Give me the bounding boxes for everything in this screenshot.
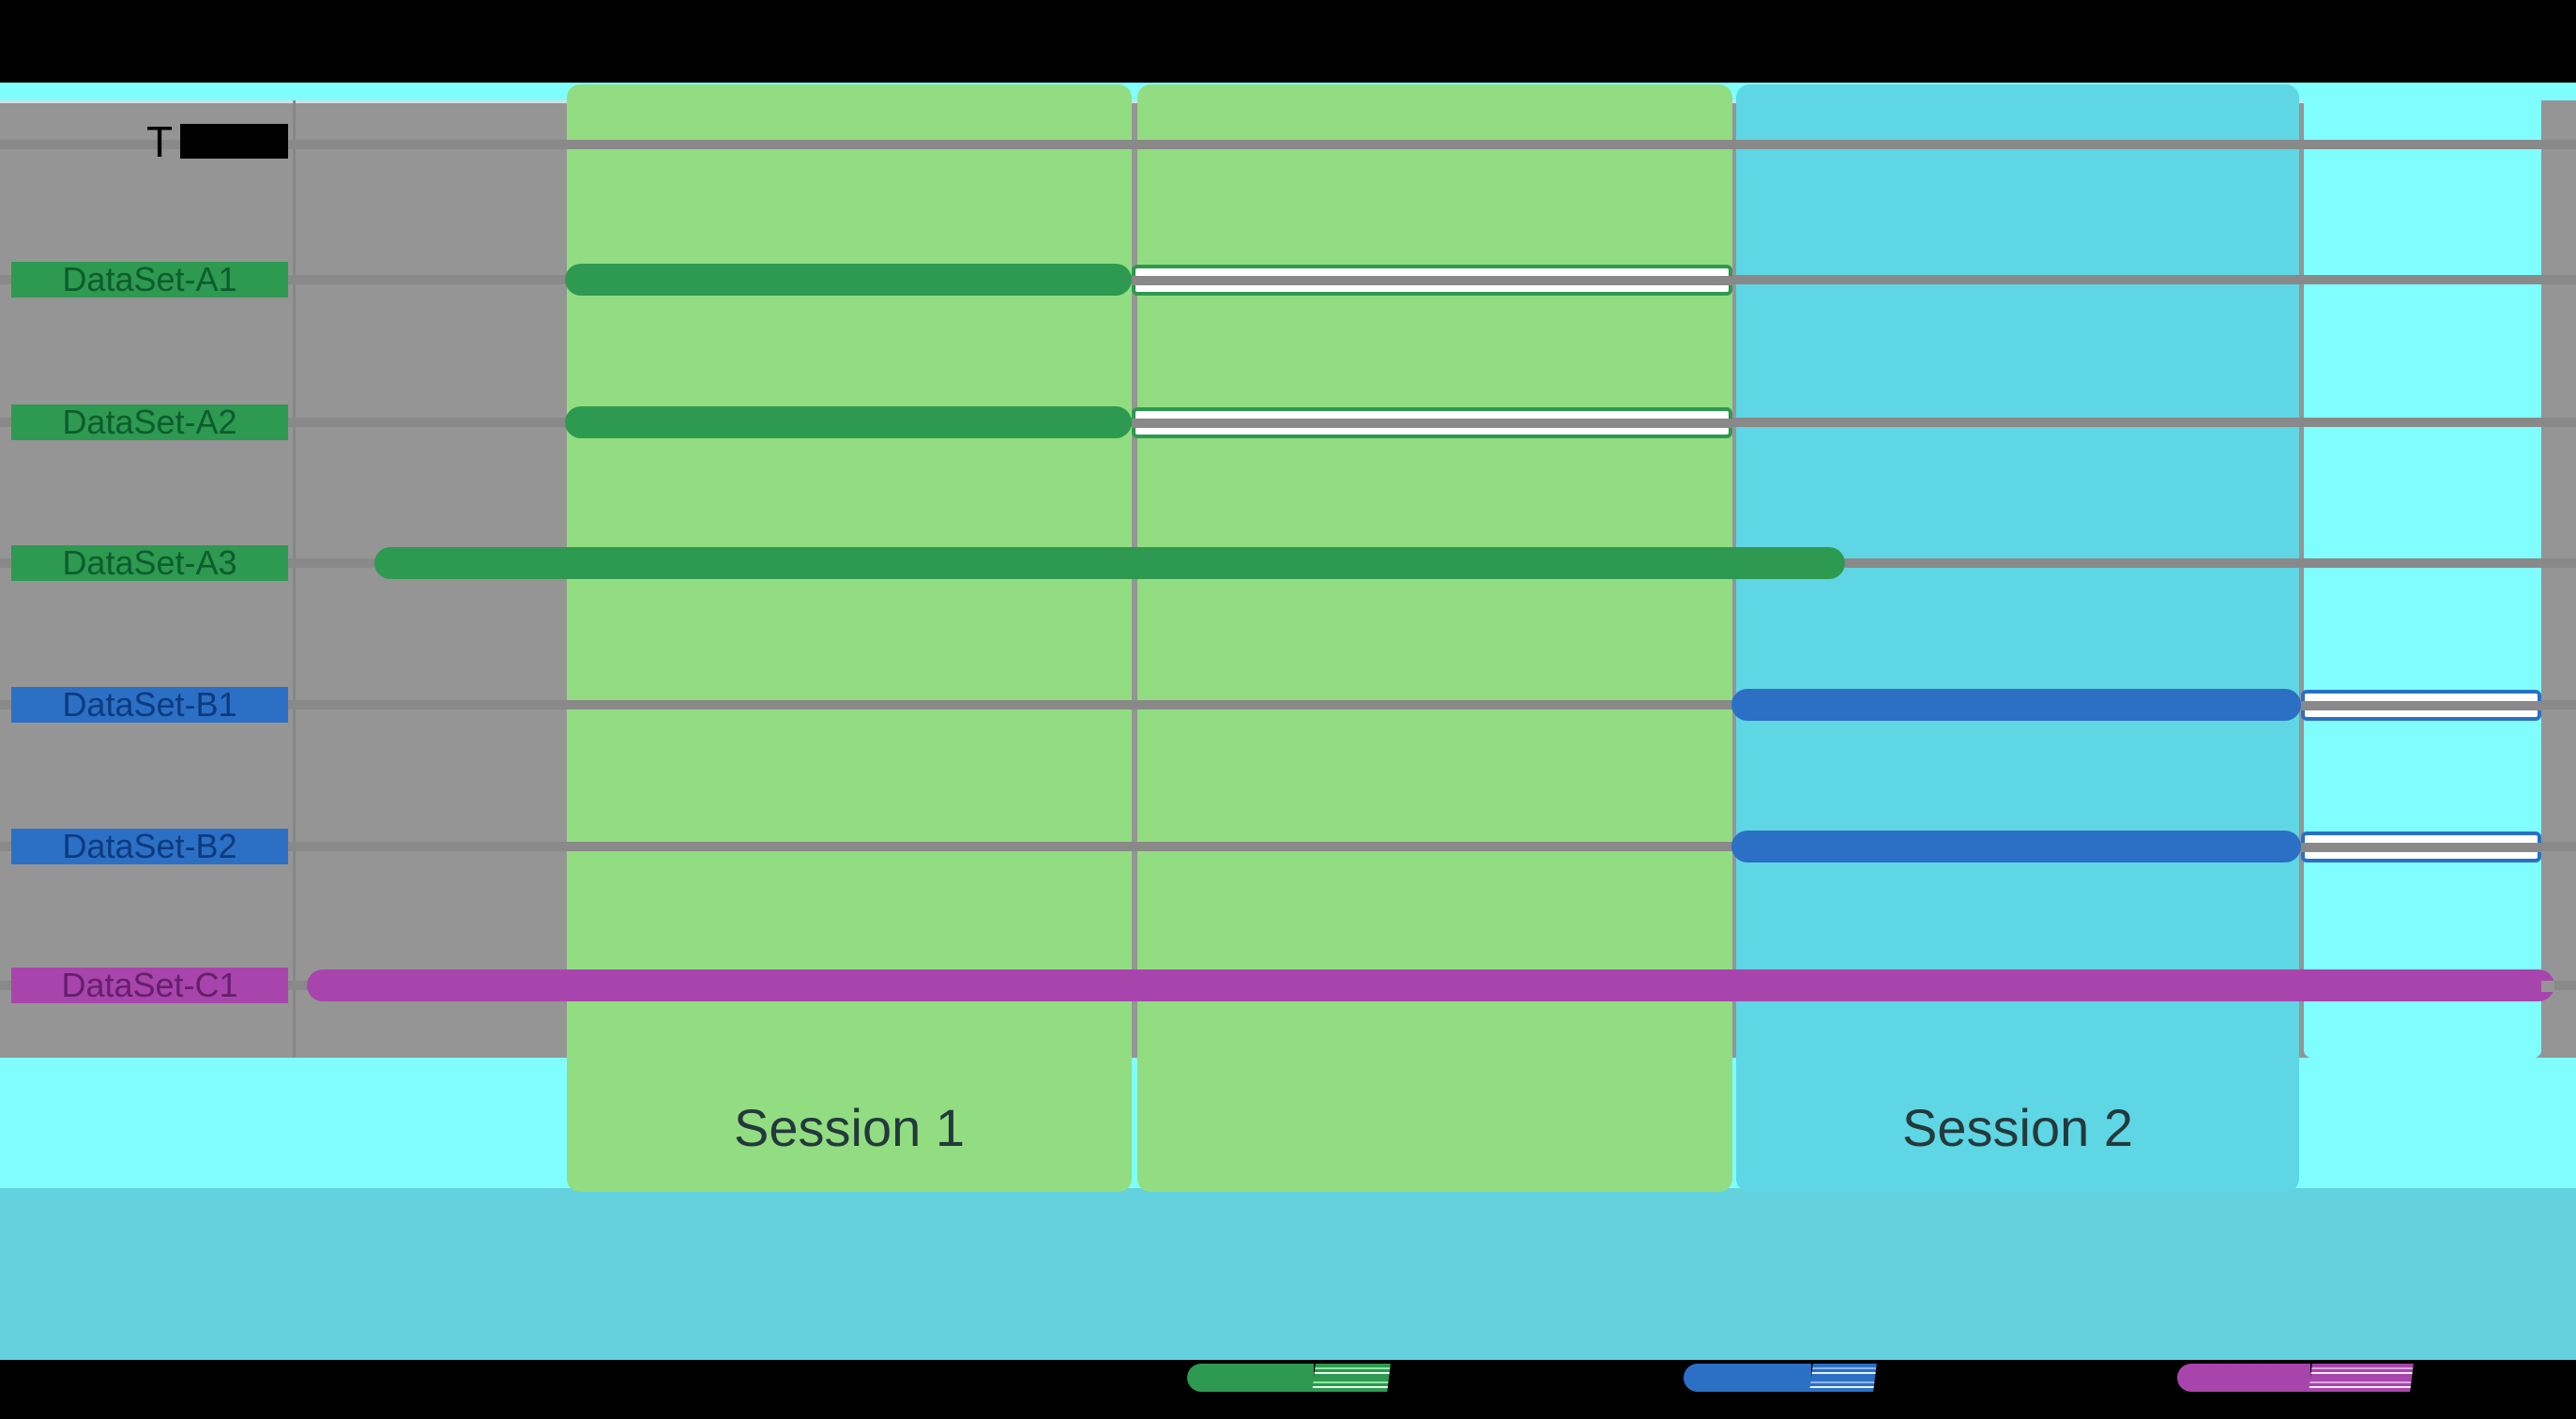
grid-line-overlay [1132, 418, 1732, 428]
category-label-dataset-a1: DataSet-A1 [11, 260, 288, 298]
grid-line [0, 140, 2576, 149]
task-bar-dataset-b2[interactable] [1731, 831, 2301, 862]
axis-separator-line [293, 100, 296, 1058]
redacted-title-bar [0, 0, 2576, 83]
task-bar-dataset-a1[interactable] [565, 264, 1132, 296]
grid-line-overlay [2301, 700, 2541, 710]
task-bar-dataset-b1[interactable] [1731, 689, 2301, 721]
task-bar-dataset-a2[interactable] [565, 406, 1132, 438]
session2-label: Session 2 [1902, 1097, 2133, 1157]
purple-pill-marker [2177, 1364, 2310, 1392]
bar-end-gray-notch [2541, 981, 2554, 992]
category-label-dataset-b1: DataSet-B1 [11, 685, 288, 724]
task-bar-extension-b1 [2301, 690, 2541, 721]
category-label-dataset-c1: DataSet-C1 [11, 966, 288, 1004]
category-label-dataset-a3: DataSet-A3 [11, 543, 288, 582]
grid-line-overlay [1132, 275, 1732, 285]
task-bar-extension-b2 [2301, 832, 2541, 862]
session1-band-left [567, 84, 1132, 1192]
axis-header-label: T [146, 117, 174, 166]
task-bar-extension-a1 [1132, 265, 1732, 296]
task-bar-dataset-a3[interactable] [374, 547, 1845, 579]
category-label-dataset-b2: DataSet-B2 [11, 827, 288, 865]
task-bar-dataset-c1[interactable] [307, 969, 2554, 1001]
right-highlight-band [2304, 84, 2541, 1058]
category-label-dataset-a2: DataSet-A2 [11, 403, 288, 441]
grid-line [0, 842, 2576, 851]
green-pill-obscured-text [1312, 1364, 1391, 1392]
session1-band-right [1137, 84, 1732, 1192]
grid-line [0, 700, 2576, 710]
session2-band [1736, 84, 2299, 1192]
grid-line-overlay [2301, 842, 2541, 852]
blue-pill-marker [1684, 1364, 1811, 1392]
purple-pill-obscured-text [2309, 1364, 2414, 1392]
right-gutter [2541, 100, 2576, 1058]
blue-pill-obscured-text [1809, 1364, 1877, 1392]
session1-label: Session 1 [734, 1097, 965, 1157]
task-bar-extension-a2 [1132, 407, 1732, 438]
green-pill-marker [1187, 1364, 1314, 1392]
redaction-box [180, 124, 288, 159]
